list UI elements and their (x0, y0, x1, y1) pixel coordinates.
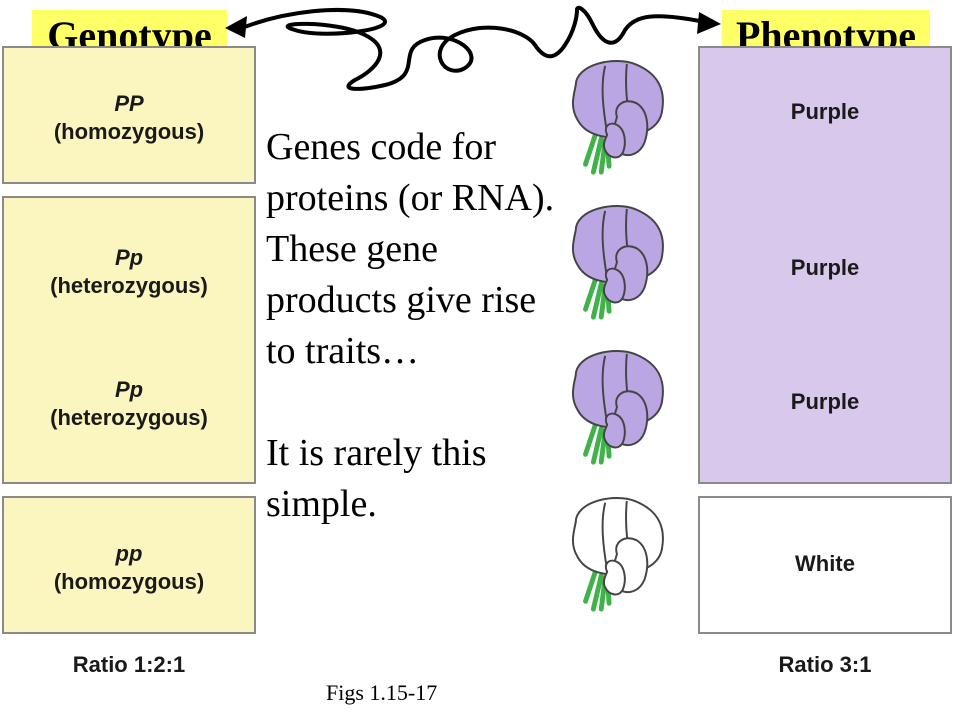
genotype-allele: Pp (114, 245, 144, 270)
main-text-line: simple. (266, 483, 377, 525)
main-text-line: These gene (266, 228, 438, 270)
phenotype-label: White (795, 551, 855, 576)
genotype-type: (homozygous) (53, 569, 205, 594)
phenotype-label: Purple (790, 99, 860, 124)
main-text-line: Genes code for (266, 126, 497, 168)
main-text-line: proteins (or RNA). (266, 177, 555, 219)
genotype-allele: PP (114, 91, 144, 116)
main-text-line: to traits… (266, 330, 420, 372)
genotype-allele: Pp (114, 377, 144, 402)
genotype-ratio: Ratio 1:2:1 (72, 652, 186, 677)
genotype-type: (homozygous) (53, 119, 205, 144)
genotype-allele: pp (115, 541, 143, 566)
purple-flower-icon (556, 55, 674, 185)
main-text-line: It is rarely this (266, 432, 487, 474)
phenotype-label: Purple (790, 389, 860, 414)
phenotype-label: Purple (790, 255, 860, 280)
main-text: Genes code for proteins (or RNA). These … (266, 122, 606, 530)
genotype-box-pp-recessive: pp (homozygous) (2, 496, 256, 634)
phenotype-ratio: Ratio 3:1 (778, 652, 872, 677)
main-text-line: products give rise (266, 279, 537, 321)
tangled-arrow-icon (225, 5, 721, 91)
figure-caption: Figs 1.15-17 (326, 680, 438, 705)
white-flower-icon (556, 492, 674, 622)
phenotype-box-white: White (698, 496, 952, 634)
genotype-type: (heterozygous) (50, 273, 208, 298)
purple-flower-icon (556, 345, 674, 475)
phenotype-box-purple: Purple Purple Purple (698, 46, 952, 484)
purple-flower-icon (556, 200, 674, 330)
genotype-type: (heterozygous) (50, 405, 208, 430)
genotype-box-pp-homozygous: PP (homozygous) (2, 46, 256, 184)
genotype-box-heterozygous: Pp (heterozygous) Pp (heterozygous) (2, 196, 256, 484)
